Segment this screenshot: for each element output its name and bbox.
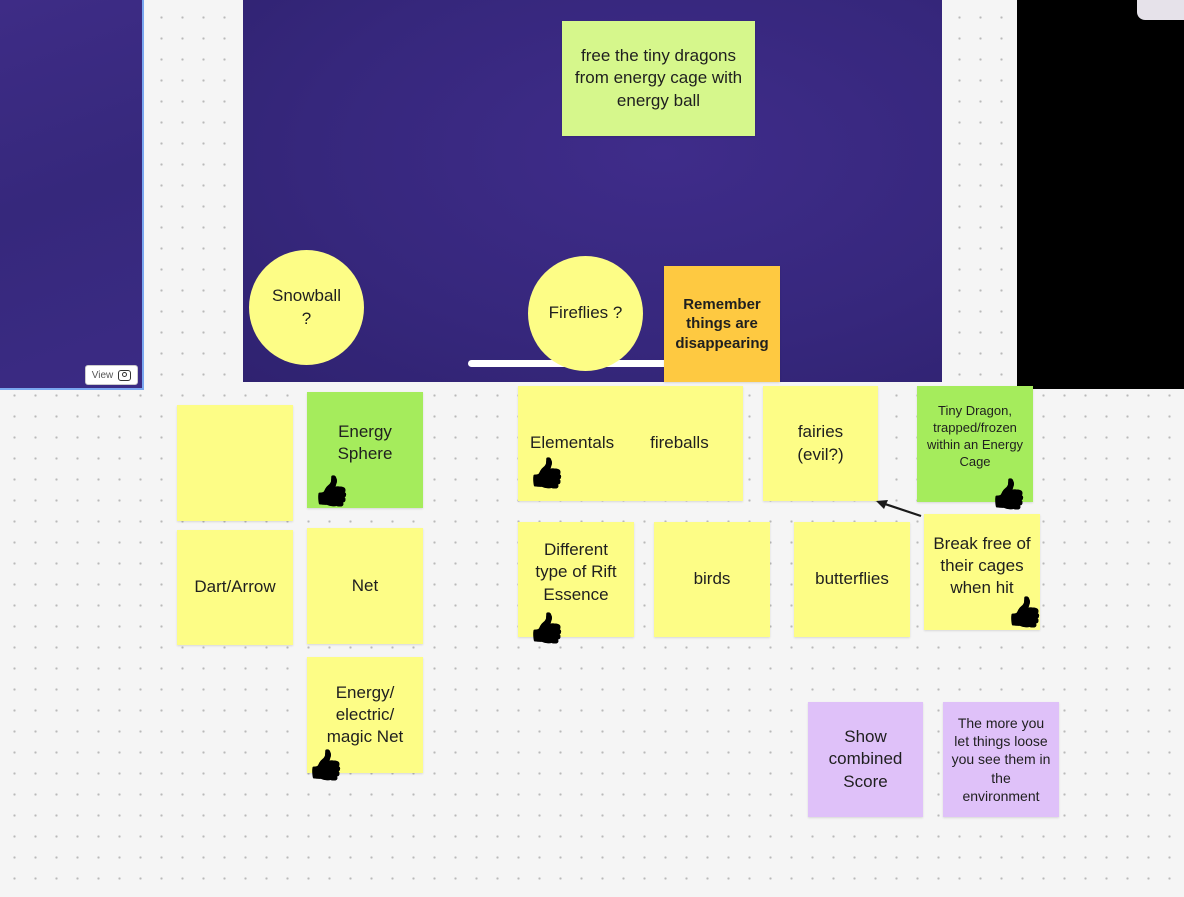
thumbs-up-icon[interactable]: 👍 [990,478,1028,511]
thumbs-up-icon[interactable]: 👍 [528,457,566,490]
camera-icon [118,369,132,381]
sticky-blank[interactable] [177,405,293,521]
sticky-break-free[interactable]: Break free of their cages when hit [924,514,1040,630]
sticky-fairies[interactable]: fairies (evil?) [763,386,878,501]
left-frame-image[interactable]: View [0,0,144,390]
sticky-snowball[interactable]: Snowball ? [249,250,364,365]
sticky-energy-sphere[interactable]: Energy Sphere [307,392,423,508]
thumbs-up-icon[interactable]: 👍 [307,749,345,782]
thumbs-up-icon[interactable]: 👍 [1006,596,1044,629]
sticky-tiny-dragon[interactable]: Tiny Dragon, trapped/frozen within an En… [917,386,1033,502]
sticky-birds[interactable]: birds [654,522,770,637]
sticky-elementals-fireballs[interactable]: Elementals fireballs [518,386,743,501]
sticky-fireflies[interactable]: Fireflies ? [528,256,643,371]
corner-thumbnail[interactable] [1137,0,1184,20]
sticky-more-loose[interactable]: The more you let things loose you see th… [943,702,1059,817]
right-frame-image[interactable] [1017,0,1184,389]
sticky-combined-score[interactable]: Show combined Score [808,702,923,817]
sticky-dart-arrow[interactable]: Dart/Arrow [177,530,293,645]
sticky-remember[interactable]: Remember things are disappearing [664,266,780,382]
thumbs-up-icon[interactable]: 👍 [528,612,566,645]
sticky-rift-essence[interactable]: Different type of Rift Essence [518,522,634,637]
sticky-net[interactable]: Net [307,528,423,644]
connector-arrow[interactable] [872,496,924,520]
view-button[interactable]: View [85,365,138,385]
view-label: View [91,369,114,381]
sticky-butterflies[interactable]: butterflies [794,522,910,637]
sticky-energy-net[interactable]: Energy/ electric/ magic Net [307,657,423,773]
sticky-free-dragons[interactable]: free the tiny dragons from energy cage w… [562,21,755,136]
thumbs-up-icon[interactable]: 👍 [313,475,351,508]
